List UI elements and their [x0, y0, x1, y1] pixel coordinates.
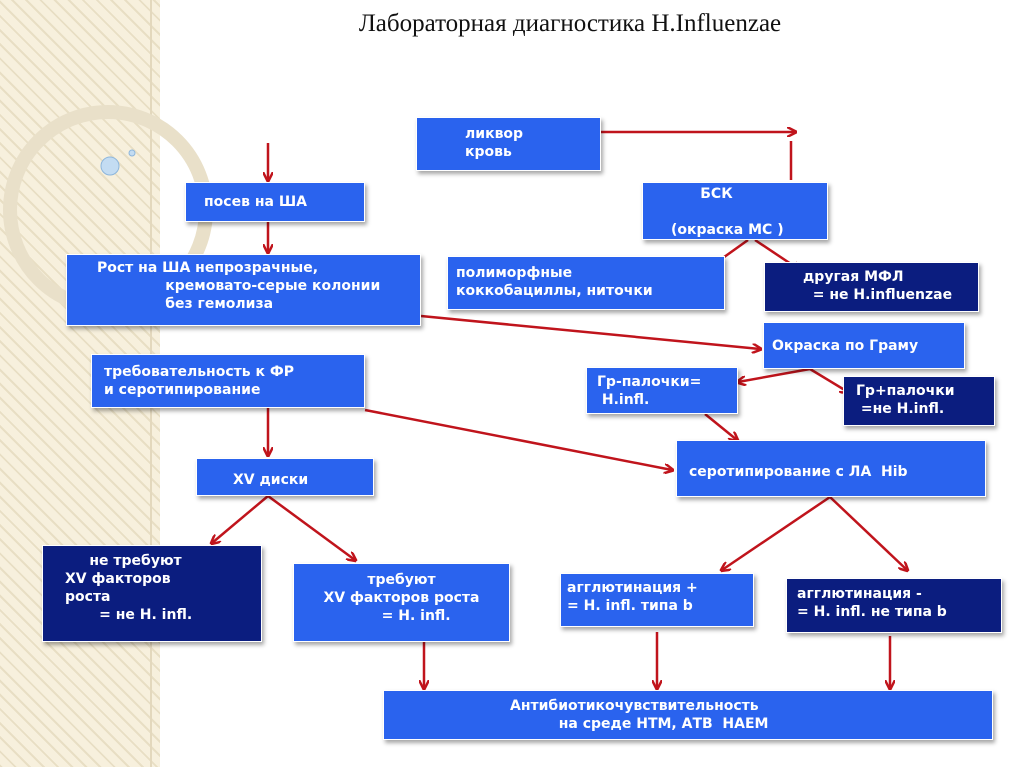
box-trebovatelnost: требовательность к ФР и серотипирование: [91, 354, 365, 408]
arrow-grneg-to-serotip: [704, 413, 737, 440]
box-gr-neg: Гр-палочки= H.infl.: [586, 367, 738, 414]
decor-bubble-large: [100, 156, 120, 176]
box-antibiotiko: Антибиотикочувствительность на среде HTM…: [383, 690, 993, 740]
arrow-serotip-to-agglneg: [829, 496, 907, 570]
box-agglutinaciya-pos: агглютинация + = H. infl. типа b: [560, 573, 754, 627]
decor-bubble-small: [128, 149, 136, 157]
box-rost-na-sha: Рост на ША непрозрачные, кремовато-серые…: [66, 254, 421, 326]
arrow-rost-to-gram: [420, 314, 760, 349]
box-xv-diski: XV диски: [196, 458, 374, 496]
box-okraska-gram: Окраска по Граму: [763, 322, 965, 369]
box-bsk: БСК (окраска МС ): [642, 182, 828, 240]
box-serotipirovanie: серотипирование с ЛА Hib: [676, 440, 986, 497]
box-gr-pos: Гр+палочки =не H.infl.: [843, 376, 995, 426]
arrow-serotip-to-agglpos: [722, 495, 831, 570]
box-likvor-krov: ликвор кровь: [416, 117, 601, 171]
box-drugaya-mfl: другая МФЛ = не H.influenzae: [764, 262, 979, 312]
box-polimorfnye: полиморфные коккобациллы, ниточки: [447, 256, 725, 310]
arrow-xv-to-treb: [267, 494, 355, 560]
arrow-gram-to-grneg: [738, 367, 811, 382]
box-agglutinaciya-neg: агглютинация - = H. infl. не типа b: [786, 578, 1002, 633]
arrow-gram-to-grpos: [809, 367, 848, 392]
box-trebuyut: требуют XV факторов роста = H. infl.: [293, 563, 510, 642]
box-posev-sha: посев на ША: [185, 182, 365, 222]
arrow-xv-to-ne-treb: [212, 495, 269, 543]
box-ne-trebuyut: не требуют XV факторов роста = не H. inf…: [42, 545, 262, 642]
arrow-trebov-to-serotip: [364, 408, 672, 470]
page-title: Лабораторная диагностика H.Influenzae: [358, 10, 782, 37]
